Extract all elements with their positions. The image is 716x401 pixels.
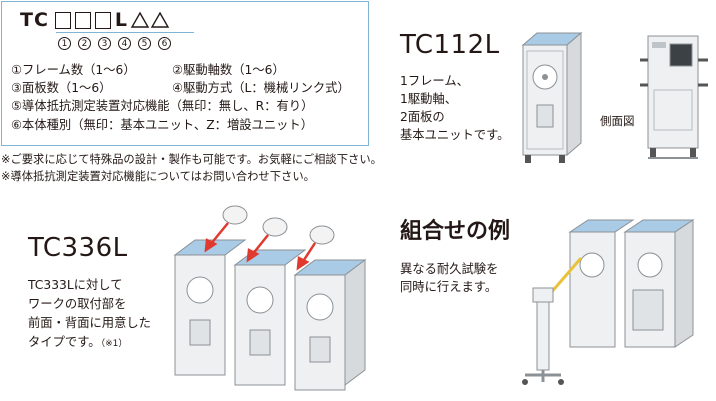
- circle-number-row: 1 2 3 4 5 6: [58, 37, 178, 51]
- model-code-format: TC L: [20, 8, 170, 32]
- circle-number-4: 4: [118, 37, 131, 50]
- side-view-label: 側面図: [600, 114, 635, 128]
- spec-item-2: ②駆動軸数（1～6）: [172, 63, 285, 77]
- note-resistance-inquiry: ※導体抵抗測定装置対応機能についてはお問い合わせ下さい。: [1, 170, 315, 183]
- note-custom-design: ※ご要求に応じて特殊品の設計・製作も可能です。お気軽にご相談下さい。: [1, 153, 382, 166]
- combo-title: 組合せの例: [400, 219, 511, 244]
- spec-box: [1, 1, 369, 146]
- tc336l-desc-2: ワークの取付部を: [28, 297, 127, 311]
- tc336l-title: TC336L: [28, 233, 128, 263]
- code-slot-3: [94, 11, 111, 29]
- code-slot-2: [74, 11, 91, 29]
- code-letter: L: [114, 9, 129, 31]
- tc336l-desc-4: タイプです。（※1）: [28, 333, 127, 353]
- spec-item-6: ⑥本体種別（無印：基本ユニット、Z：増設ユニット）: [11, 118, 314, 132]
- circle-number-6: 6: [158, 37, 171, 50]
- tc112l-side-view-image: [640, 35, 708, 159]
- code-slot-1: [54, 11, 71, 29]
- tc336l-desc-4-text: タイプです。: [28, 335, 101, 349]
- tc336l-desc-1: TC333Lに対して: [28, 278, 123, 292]
- tc112l-desc-1: 1フレーム、: [400, 74, 469, 88]
- combo-desc-1: 異なる耐久試験を: [400, 262, 499, 276]
- tc112l-desc-3: 2面板の: [400, 110, 445, 124]
- tc112l-cabinet-image: [521, 31, 583, 163]
- spec-item-5: ⑤導体抵抗測定装置対応機能（無印：無し、R：有り）: [11, 99, 314, 113]
- combo-desc-2: 同時に行えます。: [400, 280, 498, 294]
- tc112l-title: TC112L: [400, 30, 500, 60]
- tc112l-desc-4: 基本ユニットです。: [400, 128, 510, 142]
- code-triangle-6: [150, 11, 170, 28]
- code-underline: [56, 32, 194, 33]
- spec-item-3: ③面板数（1～6）: [11, 81, 112, 95]
- circle-number-5: 5: [138, 37, 151, 50]
- circle-number-2: 2: [78, 37, 91, 50]
- tc112l-desc-2: 1駆動軸、: [400, 92, 458, 106]
- circle-number-3: 3: [98, 37, 111, 50]
- circle-number-1: 1: [58, 37, 71, 50]
- tc336l-cabinets-image: [173, 205, 367, 391]
- code-prefix: TC: [20, 9, 49, 31]
- tc336l-desc-3: 前面・背面に用意した: [28, 316, 151, 330]
- spec-item-4: ④駆動方式（L：機械リンク式）: [172, 81, 350, 95]
- spec-item-1: ①フレーム数（1～6）: [11, 63, 136, 77]
- tc336l-note-ref: （※1）: [100, 339, 128, 349]
- code-triangle-5: [130, 11, 150, 28]
- combo-example-image: [522, 219, 695, 385]
